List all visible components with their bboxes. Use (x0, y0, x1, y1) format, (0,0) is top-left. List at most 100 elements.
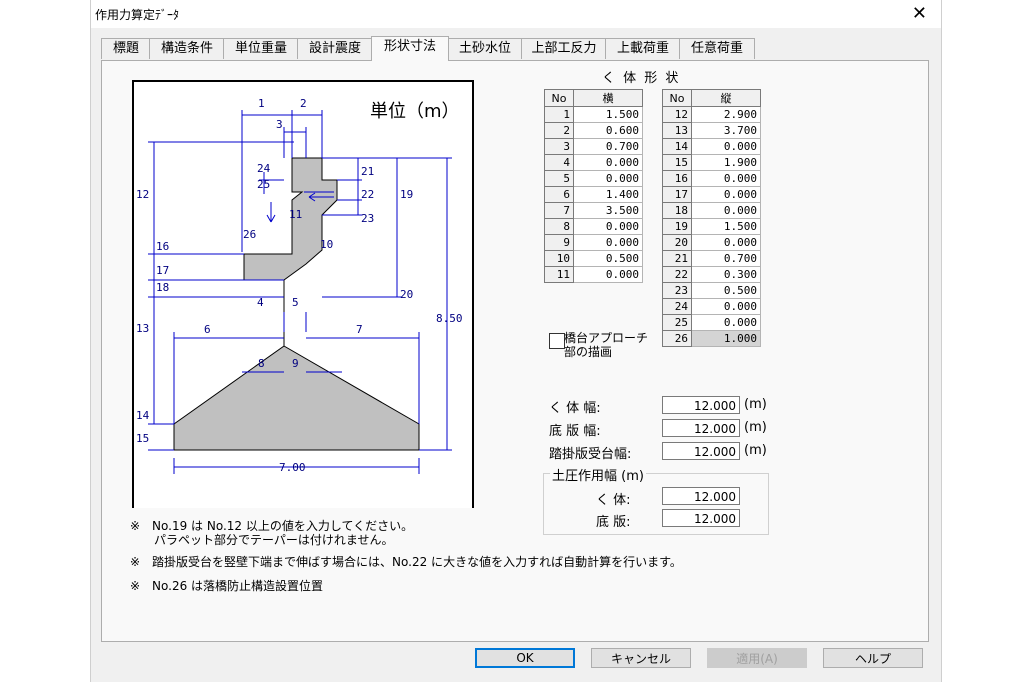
height-cell-14[interactable]: 0.000 (691, 138, 761, 155)
dim-label-3: 3 (276, 118, 283, 131)
tab-arbitrary-load[interactable]: 任意荷重 (679, 38, 755, 59)
height-cell-20[interactable]: 0.000 (691, 234, 761, 251)
shape-drawing: 1 2 3 4 5 6 7 8 9 10 11 12 13 14 15 16 1 (132, 80, 474, 508)
dim-label-21: 21 (361, 165, 374, 178)
cancel-button[interactable]: キャンセル (591, 648, 691, 668)
width-cell-6[interactable]: 1.400 (573, 186, 643, 203)
dim-label-9: 9 (292, 357, 299, 370)
width-cell-1[interactable]: 1.500 (573, 106, 643, 123)
height-cell-21[interactable]: 0.700 (691, 250, 761, 267)
width-cell-4[interactable]: 0.000 (573, 154, 643, 171)
height-cell-25[interactable]: 0.000 (691, 314, 761, 331)
height-cell-16[interactable]: 0.000 (691, 170, 761, 187)
width-cell-8[interactable]: 0.000 (573, 218, 643, 235)
tab-superstructure-reaction[interactable]: 上部工反力 (521, 38, 607, 59)
dim-label-2: 2 (300, 97, 307, 110)
approach-draw-checkbox[interactable] (549, 333, 565, 349)
height-cell-22[interactable]: 0.300 (691, 266, 761, 283)
approach-draw-label: 橋台アプローチ 部の描画 (564, 331, 649, 359)
apply-button[interactable]: 適用(A) (707, 648, 807, 668)
height-cell-17[interactable]: 0.000 (691, 186, 761, 203)
tab-surcharge[interactable]: 上載荷重 (605, 38, 681, 59)
ok-button[interactable]: OK (475, 648, 575, 668)
height-cell-26[interactable]: 1.000 (691, 330, 761, 347)
title-bar: 作用力算定ﾃﾞｰﾀ ✕ (91, 0, 941, 28)
height-cell-12[interactable]: 2.900 (691, 106, 761, 123)
tab-shape-dimensions[interactable]: 形状寸法 (371, 36, 449, 61)
tab-title[interactable]: 標題 (101, 38, 151, 59)
kutai-width-input[interactable]: 12.000 (662, 396, 740, 414)
dim-label-5: 5 (292, 296, 299, 309)
kutai-width-label: く 体 幅: (549, 401, 601, 416)
dim-label-4: 4 (257, 296, 264, 309)
height-cell-18[interactable]: 0.000 (691, 202, 761, 219)
dimension-texts: 1 2 3 4 5 6 7 8 9 10 11 12 13 14 15 16 1 (136, 97, 463, 474)
earth-base-label: 底 版: (596, 515, 631, 530)
width-cell-11[interactable]: 0.000 (573, 266, 643, 283)
dim-label-17: 17 (156, 264, 169, 277)
width-cell-10[interactable]: 0.500 (573, 250, 643, 267)
dim-label-20: 20 (400, 288, 413, 301)
help-button[interactable]: ヘルプ (823, 648, 923, 668)
kutai-width-unit: (m) (744, 397, 767, 412)
earth-kutai-label: く 体: (596, 493, 631, 508)
width-cell-2[interactable]: 0.600 (573, 122, 643, 139)
base-width-input[interactable]: 12.000 (662, 419, 740, 437)
dim-label-23: 23 (361, 212, 374, 225)
tab-structure-conditions[interactable]: 構造条件 (149, 38, 225, 59)
base-width-unit: (m) (744, 420, 767, 435)
earth-kutai-input[interactable]: 12.000 (662, 487, 740, 505)
tab-seismic[interactable]: 設計震度 (297, 38, 373, 59)
dim-label-15: 15 (136, 432, 149, 445)
col-header-height: 縦 (691, 89, 761, 107)
dim-label-6: 6 (204, 323, 211, 336)
col-header-no: No (544, 89, 574, 107)
dim-label-12: 12 (136, 188, 149, 201)
note-line-4: ※ No.26 は落橋防止構造設置位置 (130, 579, 324, 593)
tab-soil-water[interactable]: 土砂水位 (447, 38, 523, 59)
earth-pressure-group (543, 473, 769, 535)
dim-label-1: 1 (258, 97, 265, 110)
height-cell-13[interactable]: 3.700 (691, 122, 761, 139)
approach-width-label: 踏掛版受台幅: (549, 447, 632, 462)
col-header-no: No (662, 89, 692, 107)
dim-label-19: 19 (400, 188, 413, 201)
dim-label-16: 16 (156, 240, 169, 253)
height-cell-24[interactable]: 0.000 (691, 298, 761, 315)
width-cell-3[interactable]: 0.700 (573, 138, 643, 155)
earth-base-input[interactable]: 12.000 (662, 509, 740, 527)
height-cell-23[interactable]: 0.500 (691, 282, 761, 299)
dim-label-13: 13 (136, 322, 149, 335)
tab-unit-weight[interactable]: 単位重量 (223, 38, 299, 59)
height-cell-15[interactable]: 1.900 (691, 154, 761, 171)
close-icon[interactable]: ✕ (911, 3, 927, 24)
approach-width-input[interactable]: 12.000 (662, 442, 740, 460)
base-width-label: 底 版 幅: (549, 424, 601, 439)
note-line-1: ※ No.19 は No.12 以上の値を入力してください。 (130, 519, 414, 533)
abutment-diagram: 1 2 3 4 5 6 7 8 9 10 11 12 13 14 15 16 1 (136, 97, 463, 474)
height-cell-19[interactable]: 1.500 (691, 218, 761, 235)
width-cell-9[interactable]: 0.000 (573, 234, 643, 251)
approach-width-unit: (m) (744, 443, 767, 458)
dim-label-7: 7 (356, 323, 363, 336)
height-label: 8.50 (436, 312, 463, 325)
width-cell-5[interactable]: 0.000 (573, 170, 643, 187)
width-cell-7[interactable]: 3.500 (573, 202, 643, 219)
